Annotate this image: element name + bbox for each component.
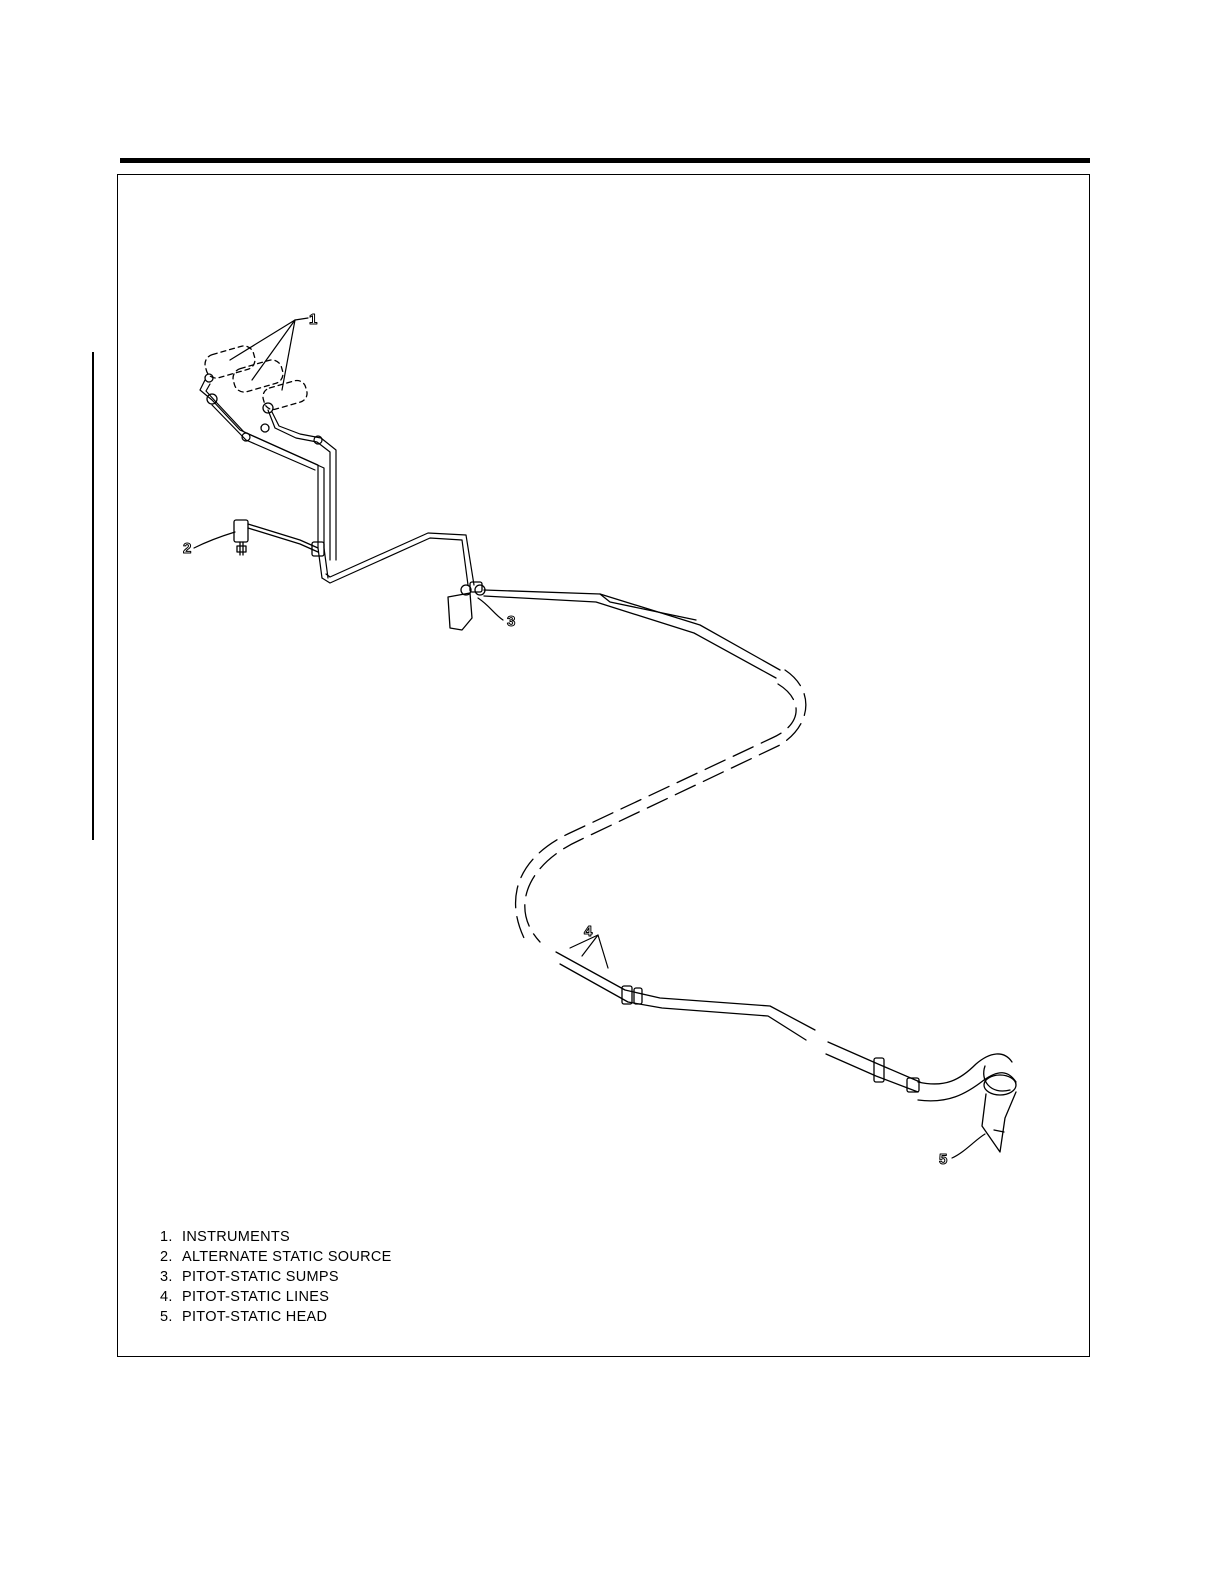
callout-3: 3 — [507, 613, 515, 630]
callout-1: 1 — [309, 311, 317, 328]
legend-label: INSTRUMENTS — [182, 1229, 290, 1245]
instrument-tubing — [200, 380, 336, 578]
legend-number: 1. — [160, 1227, 182, 1247]
legend-label: PITOT-STATIC LINES — [182, 1289, 329, 1305]
legend-number: 4. — [160, 1287, 182, 1307]
pitot-static-sump-drawing — [448, 582, 485, 630]
legend-item: 4.PITOT-STATIC LINES — [160, 1287, 392, 1307]
legend-number: 2. — [160, 1247, 182, 1267]
legend-label: ALTERNATE STATIC SOURCE — [182, 1249, 392, 1265]
pitot-static-lines-dashed — [516, 670, 806, 942]
legend-number: 5. — [160, 1307, 182, 1327]
legend-item: 3.PITOT-STATIC SUMPS — [160, 1267, 392, 1287]
line-to-sump — [322, 533, 474, 585]
legend: 1.INSTRUMENTS 2.ALTERNATE STATIC SOURCE … — [160, 1227, 392, 1327]
callout-2: 2 — [183, 540, 191, 557]
callout-leaders — [194, 318, 985, 1158]
legend-label: PITOT-STATIC SUMPS — [182, 1269, 339, 1285]
legend-item: 5.PITOT-STATIC HEAD — [160, 1307, 392, 1327]
callout-4: 4 — [584, 923, 593, 940]
alternate-static-source-drawing — [234, 520, 324, 556]
legend-item: 2.ALTERNATE STATIC SOURCE — [160, 1247, 392, 1267]
pitot-static-lines-after-break — [826, 1042, 920, 1092]
pitot-static-lines-lower — [556, 952, 815, 1040]
callout-5: 5 — [939, 1151, 947, 1168]
pitot-static-head-drawing — [918, 1054, 1016, 1152]
legend-label: PITOT-STATIC HEAD — [182, 1309, 327, 1325]
legend-item: 1.INSTRUMENTS — [160, 1227, 392, 1247]
instruments-drawing — [203, 344, 310, 432]
legend-number: 3. — [160, 1267, 182, 1287]
pitot-static-lines-upper — [484, 590, 780, 678]
